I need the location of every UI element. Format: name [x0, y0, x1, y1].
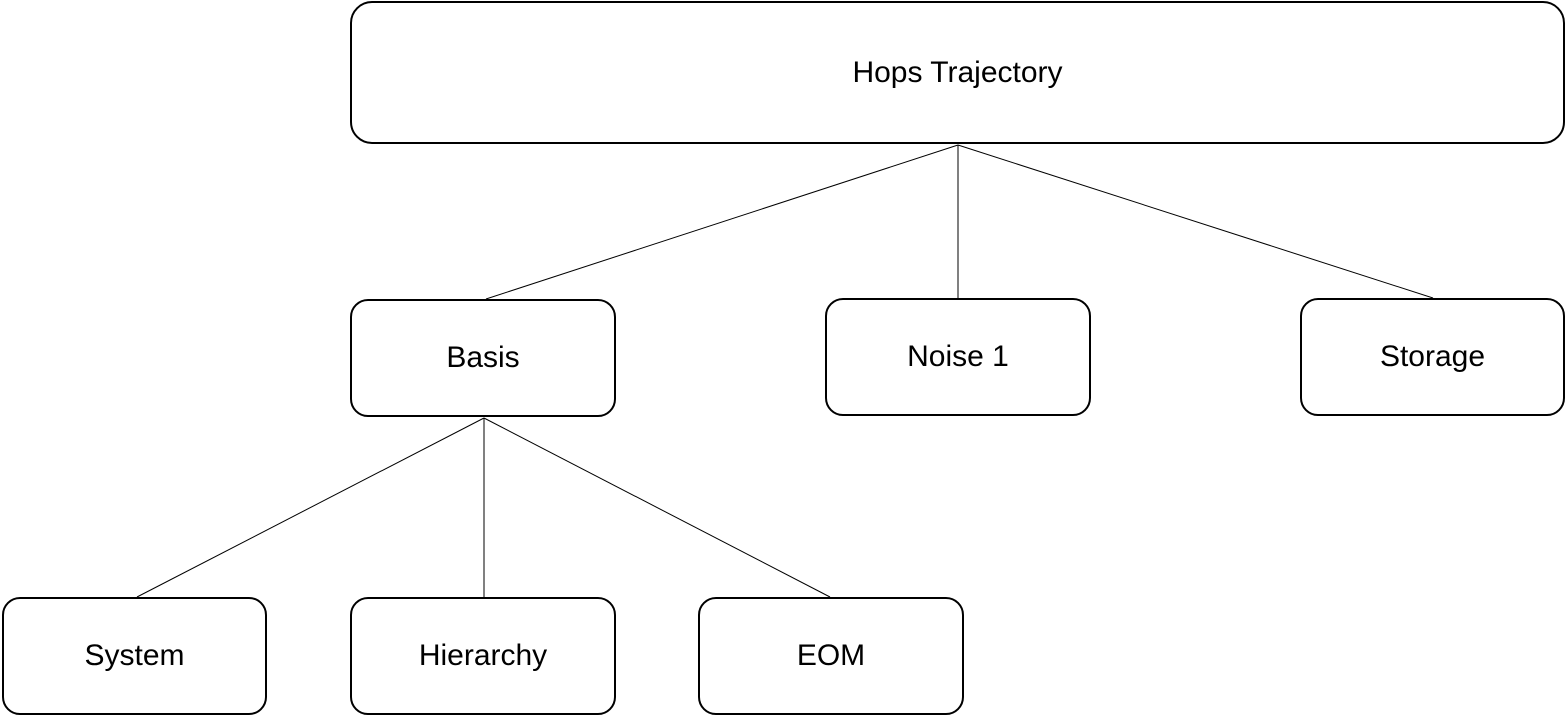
node-basis: Basis — [350, 299, 616, 417]
edge-root-to-storage — [957, 144, 1434, 299]
node-label: Hops Trajectory — [852, 55, 1063, 89]
node-label: EOM — [796, 639, 866, 672]
node-noise-1: Noise 1 — [825, 298, 1091, 416]
node-storage: Storage — [1300, 298, 1565, 416]
node-label: Storage — [1379, 340, 1486, 373]
edge-basis-to-system — [136, 417, 485, 598]
node-label: System — [84, 639, 185, 672]
node-label: Hierarchy — [418, 639, 548, 672]
node-hops-trajectory: Hops Trajectory — [350, 1, 1565, 144]
node-hierarchy: Hierarchy — [350, 597, 616, 715]
node-label: Noise 1 — [907, 340, 1009, 373]
node-label: Basis — [446, 341, 520, 374]
edge-basis-to-eom — [483, 417, 831, 598]
node-system: System — [2, 597, 267, 715]
edge-root-to-basis — [485, 144, 959, 300]
node-eom: EOM — [698, 597, 964, 715]
